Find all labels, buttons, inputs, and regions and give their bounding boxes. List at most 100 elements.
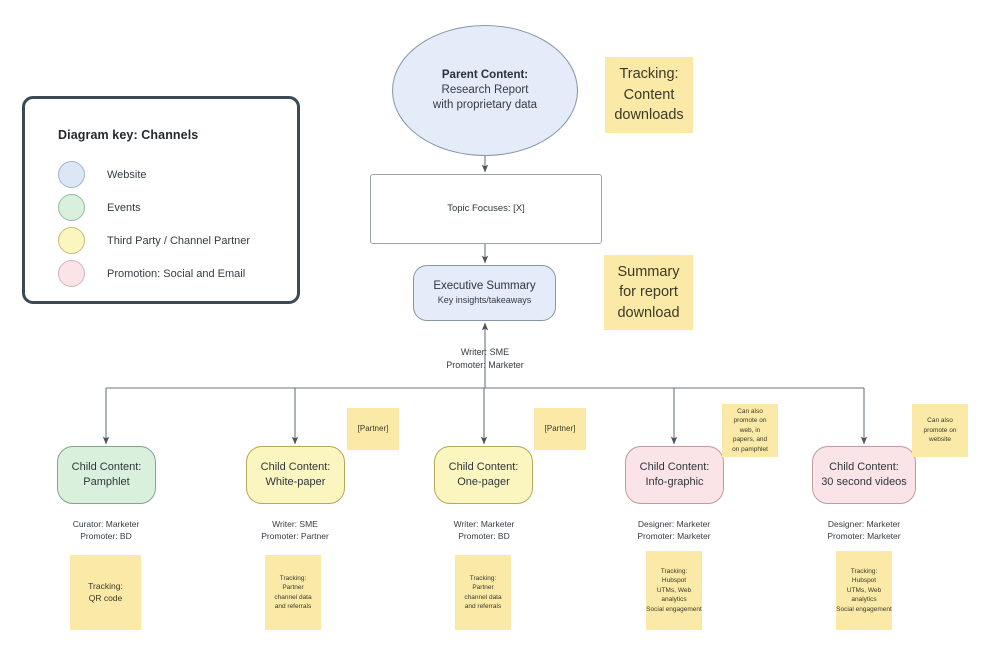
note-child-pamphlet-tracking: Tracking: QR code: [70, 555, 141, 630]
note-infographic-promo-line5: on pamphlet: [732, 445, 768, 453]
note-infographic-promo-line1: Can also: [737, 407, 763, 415]
note-partner-tag-white-paper: [Partner]: [347, 408, 399, 450]
legend-item-promotion: Promotion: Social and Email: [58, 260, 245, 287]
note-infographic-promo-line3: web, in: [739, 426, 761, 434]
legend-swatch-events: [58, 194, 85, 221]
node-child-info-graphic-line1: Child Content:: [639, 461, 710, 474]
legend-label-events: Events: [107, 201, 141, 214]
note-child-videos-tracking: Tracking: Hubspot UTMs, Web analytics So…: [836, 551, 892, 630]
caption-child-2-line1: Writer: SME: [272, 519, 318, 529]
note-child-5-line4: analytics: [851, 596, 877, 604]
node-child-one-pager-line1: Child Content:: [448, 461, 519, 474]
caption-child-2-line2: Promoter: Partner: [261, 531, 329, 542]
note-infographic-promo: Can also promote on web, in papers, and …: [722, 404, 778, 457]
note-child-one-pager-tracking: Tracking: Partner channel data and refer…: [455, 555, 511, 630]
node-parent-line1: Parent Content:: [441, 68, 529, 81]
note-child-1-line1: Tracking:: [88, 580, 123, 591]
diagram-key-title: Diagram key: Channels: [58, 128, 199, 142]
note-parent-tracking-line3: downloads: [614, 107, 684, 124]
caption-exec-roles: Writer: SME Promoter: Marketer: [425, 346, 545, 372]
note-child-1-line2: QR code: [88, 592, 123, 603]
note-child-2-line4: and referrals: [274, 602, 312, 610]
caption-child-5-line2: Promoter: Marketer: [827, 531, 901, 542]
note-child-3-line4: and referrals: [464, 602, 502, 610]
legend-swatch-website: [58, 161, 85, 188]
caption-child-5-line1: Designer: Marketer: [827, 519, 901, 529]
note-child-4-line3: UTMs, Web: [656, 586, 692, 594]
note-child-4-line4: analytics: [661, 596, 687, 604]
note-child-info-graphic-tracking: Tracking: Hubspot UTMs, Web analytics So…: [646, 551, 702, 630]
diagram-key: Diagram key: Channels Website Events Thi…: [22, 96, 300, 304]
caption-child-3-line2: Promoter: BD: [458, 531, 510, 542]
node-child-pamphlet-line2: Pamphlet: [83, 476, 130, 488]
note-summary-line3: download: [617, 304, 680, 321]
node-parent-line2: Research Report: [441, 83, 529, 96]
node-child-videos-line2: 30 second videos: [821, 476, 907, 488]
note-child-4-line2: Hubspot: [661, 577, 687, 585]
note-child-5-line3: UTMs, Web: [846, 586, 882, 594]
node-child-pamphlet-line1: Child Content:: [71, 461, 142, 474]
note-summary-for-report: Summary for report download: [604, 255, 693, 330]
note-video-promo-line1: Can also: [927, 417, 953, 425]
caption-child-one-pager-roles: Writer: Marketer Promoter: BD: [424, 518, 544, 543]
caption-child-pamphlet-roles: Curator: Marketer Promoter: BD: [46, 518, 166, 543]
note-infographic-promo-line4: papers, and: [732, 436, 768, 444]
node-parent-line3: with proprietary data: [432, 99, 538, 112]
node-exec-line1: Executive Summary: [433, 280, 536, 293]
node-child-white-paper[interactable]: Child Content: White-paper: [246, 446, 345, 504]
caption-child-4-line2: Promoter: Marketer: [637, 531, 711, 542]
legend-swatch-promotion: [58, 260, 85, 287]
note-child-2-line3: channel data: [274, 593, 312, 601]
node-topic-focuses[interactable]: Topic Focuses: [X]: [370, 174, 602, 244]
note-parent-tracking-line2: Content: [623, 86, 675, 103]
caption-child-info-graphic-roles: Designer: Marketer Promoter: Marketer: [614, 518, 734, 543]
caption-exec-roles-line1: Writer: SME: [460, 347, 510, 357]
note-partner-tag-1-label: [Partner]: [357, 424, 389, 434]
node-exec-line2: Key insights/takeaways: [437, 294, 532, 305]
note-video-promo-line3: website: [928, 436, 952, 444]
node-parent-content[interactable]: Parent Content: Research Report with pro…: [392, 25, 578, 156]
caption-exec-roles-line2: Promoter: Marketer: [446, 360, 524, 371]
note-summary-line1: Summary: [617, 263, 680, 280]
legend-item-third-party: Third Party / Channel Partner: [58, 227, 250, 254]
note-infographic-promo-line2: promote on: [733, 417, 767, 425]
node-child-one-pager-line2: One-pager: [457, 476, 510, 488]
node-child-white-paper-line2: White-paper: [265, 476, 326, 488]
node-executive-summary[interactable]: Executive Summary Key insights/takeaways: [413, 265, 556, 321]
note-video-promo: Can also promote on website: [912, 404, 968, 457]
node-child-pamphlet[interactable]: Child Content: Pamphlet: [57, 446, 156, 504]
note-child-5-line1: Tracking:: [850, 567, 878, 575]
note-child-2-line2: Partner: [282, 584, 304, 592]
note-child-4-line1: Tracking:: [660, 567, 688, 575]
note-parent-tracking: Tracking: Content downloads: [605, 57, 693, 133]
caption-child-videos-roles: Designer: Marketer Promoter: Marketer: [804, 518, 924, 543]
caption-child-white-paper-roles: Writer: SME Promoter: Partner: [235, 518, 355, 543]
node-child-info-graphic[interactable]: Child Content: Info-graphic: [625, 446, 724, 504]
node-child-white-paper-line1: Child Content:: [260, 461, 331, 474]
note-child-white-paper-tracking: Tracking: Partner channel data and refer…: [265, 555, 321, 630]
note-child-3-line2: Partner: [472, 584, 494, 592]
note-child-5-line2: Hubspot: [851, 577, 877, 585]
node-child-one-pager[interactable]: Child Content: One-pager: [434, 446, 533, 504]
node-child-videos-line1: Child Content:: [829, 461, 899, 474]
note-child-5-line5: Social engagement: [836, 605, 892, 613]
note-summary-line2: for report: [619, 284, 678, 301]
node-child-30-second-videos[interactable]: Child Content: 30 second videos: [812, 446, 916, 504]
legend-swatch-third-party: [58, 227, 85, 254]
note-parent-tracking-line1: Tracking:: [619, 66, 679, 83]
note-partner-tag-one-pager: [Partner]: [534, 408, 586, 450]
caption-child-3-line1: Writer: Marketer: [453, 519, 515, 529]
note-child-3-line1: Tracking:: [469, 574, 497, 582]
legend-item-events: Events: [58, 194, 141, 221]
note-child-2-line1: Tracking:: [279, 574, 307, 582]
caption-child-4-line1: Designer: Marketer: [637, 519, 711, 529]
legend-label-third-party: Third Party / Channel Partner: [107, 234, 251, 247]
legend-label-promotion: Promotion: Social and Email: [107, 267, 246, 280]
note-child-3-line3: channel data: [464, 593, 502, 601]
note-partner-tag-2-label: [Partner]: [544, 424, 576, 434]
caption-child-1-line2: Promoter: BD: [80, 531, 132, 542]
note-child-4-line5: Social engagement: [646, 605, 702, 613]
legend-item-website: Website: [58, 161, 147, 188]
note-video-promo-line2: promote on: [923, 426, 957, 434]
